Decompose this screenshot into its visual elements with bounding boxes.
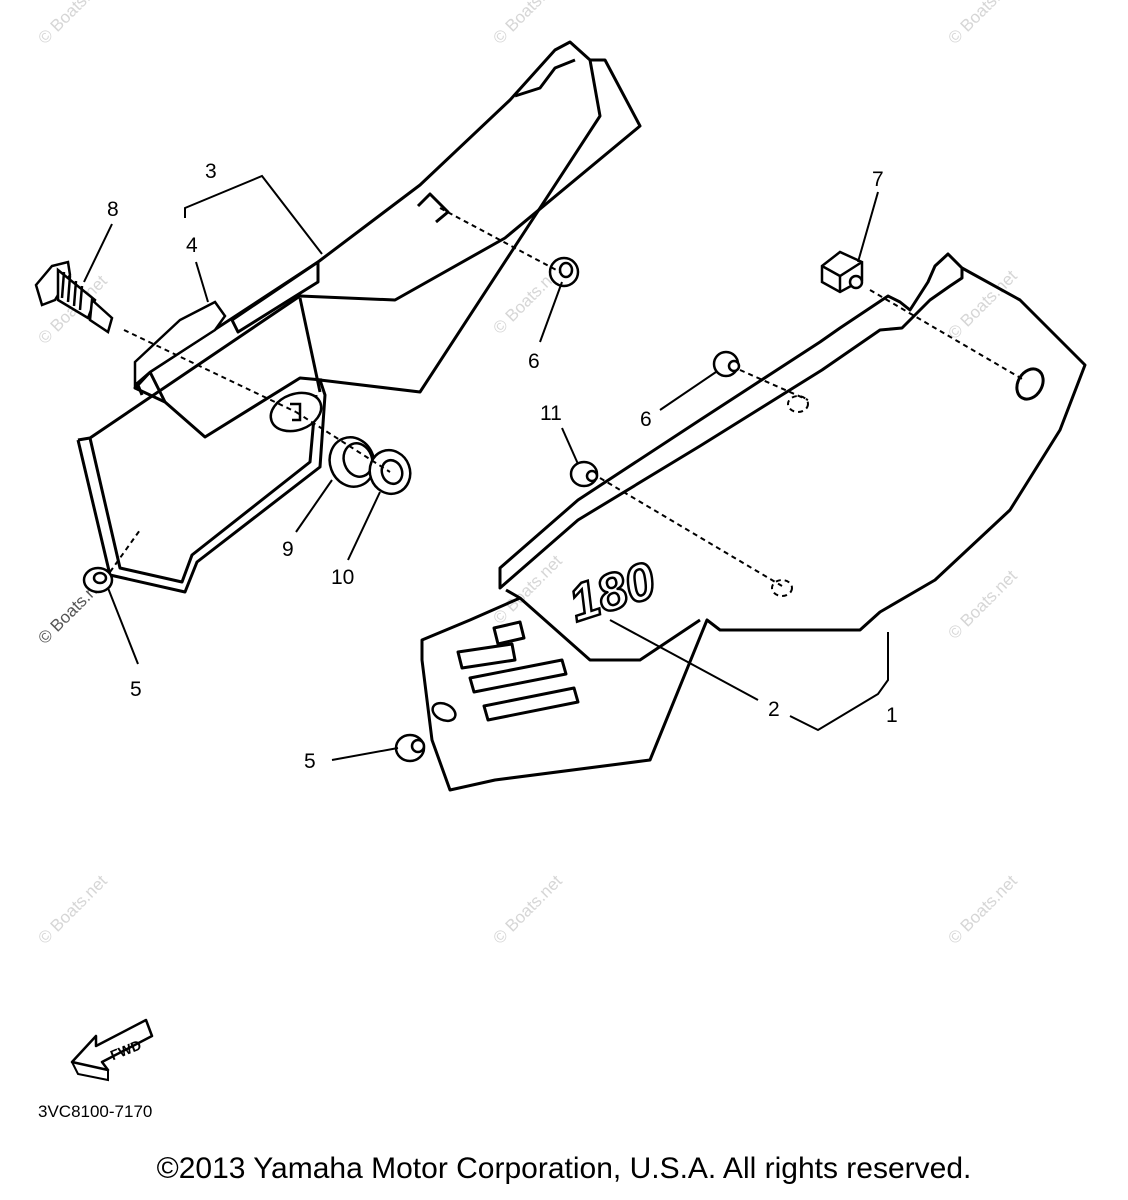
- callout-2: 2: [768, 698, 780, 721]
- callout-9: 9: [282, 538, 294, 561]
- part-8-screw: [34, 260, 114, 334]
- watermark: © Boats.net: [489, 871, 566, 948]
- assembly-lines-left: [109, 207, 561, 573]
- part-5-grommet-right: [394, 701, 457, 763]
- assembly-lines-right: [599, 289, 1025, 597]
- copyright-text: ©2013 Yamaha Motor Corporation, U.S.A. A…: [156, 1152, 972, 1185]
- left-side-cover: [76, 40, 642, 594]
- part-5-grommet-left: [82, 566, 114, 594]
- callout-5: 5: [130, 678, 142, 701]
- diagram-code: 3VC8100-7170: [38, 1102, 153, 1121]
- part-6-grommet-upper: [548, 256, 580, 288]
- part-6-grommet-right: [712, 350, 741, 378]
- callout-7: 7: [872, 168, 884, 191]
- callout-4: 4: [186, 234, 198, 257]
- callout-labels: 3 4 8 6 9 10 5 7 6 11 5 2 1: [107, 160, 898, 773]
- part-11-grommet: [569, 460, 599, 488]
- callout-6: 6: [640, 408, 652, 431]
- callout-6: 6: [528, 350, 540, 373]
- callout-8: 8: [107, 198, 119, 221]
- watermarks: © Boats.net © Boats.net © Boats.net © Bo…: [34, 0, 1021, 948]
- watermark: © Boats.net: [944, 871, 1021, 948]
- callout-3: 3: [205, 160, 217, 183]
- watermark: © Boats.net: [34, 0, 111, 48]
- callout-11: 11: [540, 402, 562, 425]
- part-7-clip: [820, 250, 864, 294]
- right-side-cover: [420, 252, 1087, 792]
- fwd-arrow: FWD: [70, 1018, 154, 1082]
- callout-10: 10: [331, 566, 354, 589]
- watermark: © Boats.net: [944, 0, 1021, 48]
- watermark: © Boats.net: [34, 871, 111, 948]
- callout-1: 1: [886, 704, 898, 727]
- leader-lines: [83, 174, 889, 761]
- part-9-nut: [328, 436, 376, 488]
- watermark: © Boats.net: [944, 566, 1021, 643]
- part-4-damper: [133, 300, 227, 388]
- watermark: © Boats.net: [489, 0, 566, 48]
- callout-5: 5: [304, 750, 316, 773]
